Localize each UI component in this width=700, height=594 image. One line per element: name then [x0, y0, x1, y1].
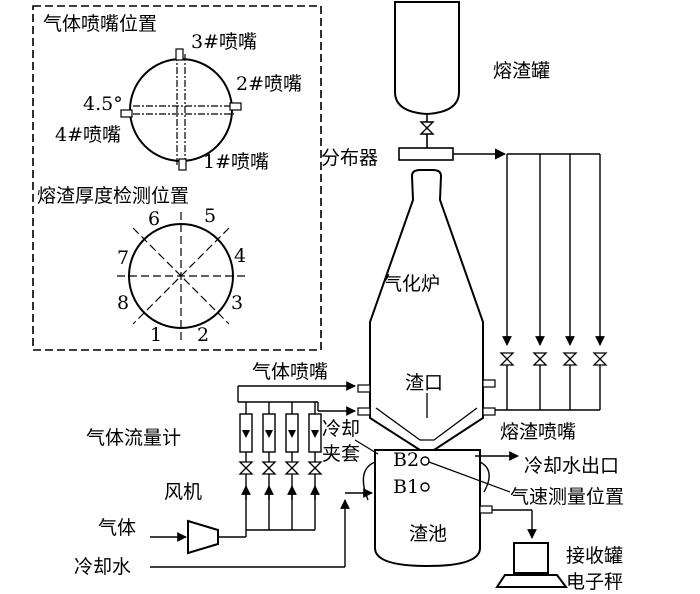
- point-7: 7: [117, 247, 129, 269]
- slag-branch-lines: [485, 153, 608, 411]
- receiver-tank-label: 接收罐: [566, 545, 623, 567]
- point-2: 2: [197, 324, 209, 346]
- fan: [187, 519, 219, 555]
- nozzle-3-marker: [175, 48, 184, 61]
- fan-label: 风机: [164, 481, 202, 503]
- tank-valve: [419, 121, 435, 135]
- gas-velocity-position-label: 气速测量位置: [510, 486, 624, 508]
- slag-tank-label: 熔渣罐: [493, 60, 550, 82]
- point-6: 6: [148, 208, 160, 230]
- gasifier-label: 气化炉: [383, 273, 440, 295]
- thickness-layout: [117, 212, 245, 340]
- receiver-tank: [495, 542, 568, 588]
- slag-thickness-title: 熔渣厚度检测位置: [37, 185, 189, 207]
- branch-valve-3: [562, 352, 578, 366]
- cooling-water-label: 冷却水: [74, 556, 131, 578]
- electronic-scale-label: 电子秤: [566, 571, 623, 593]
- slag-pool: [362, 449, 493, 568]
- angle-label: 4.5°: [83, 93, 123, 115]
- branch-valve-2: [532, 352, 548, 366]
- point-5: 5: [204, 205, 216, 227]
- nozzle-4-label: 4#喷嘴: [55, 124, 121, 146]
- slag-port-label: 渣口: [405, 372, 443, 394]
- flow-valve-1: [238, 461, 254, 475]
- nozzle-1-label: 1#喷嘴: [203, 151, 269, 173]
- b1-label: B1: [393, 476, 419, 498]
- b2-label: B2: [393, 449, 419, 471]
- flow-valve-2: [261, 461, 277, 475]
- nozzle-3-label: 3#喷嘴: [191, 31, 257, 53]
- gas-nozzle-label: 气体喷嘴: [252, 361, 328, 383]
- flowmeter-bank: [238, 402, 323, 530]
- slag-tank: [394, 1, 460, 148]
- nozzle-4-marker: [120, 109, 133, 118]
- point-8: 8: [117, 292, 129, 314]
- branch-valve-4: [592, 352, 608, 366]
- slag-pool-label: 渣池: [409, 523, 447, 545]
- gas-flowmeter-label: 气体流量计: [86, 427, 181, 449]
- point-4: 4: [234, 245, 246, 267]
- point-1: 1: [150, 324, 162, 346]
- flow-valve-3: [284, 461, 300, 475]
- nozzle-layout: [120, 48, 242, 171]
- distributor: [398, 147, 454, 161]
- b1-point: [420, 482, 430, 492]
- slag-nozzle-label: 熔渣喷嘴: [500, 421, 576, 443]
- gas-inlet-label: 气体: [98, 517, 136, 539]
- cooling-jacket-label-1: 冷却: [322, 418, 360, 440]
- inset-panel: 气体喷嘴位置 3#喷嘴 2#喷嘴 4.5° 4#喷嘴 1#喷嘴 熔渣厚度检测位置: [32, 5, 322, 351]
- flow-valve-4: [307, 461, 323, 475]
- b2-point: [420, 456, 430, 466]
- nozzle-2-label: 2#喷嘴: [236, 73, 302, 95]
- cooling-water-outlet-label: 冷却水出口: [524, 455, 619, 477]
- nozzle-1-marker: [178, 158, 187, 171]
- nozzle-position-title: 气体喷嘴位置: [43, 13, 157, 35]
- cooling-jacket-label-2: 夹套: [322, 443, 360, 465]
- distributor-label: 分布器: [321, 147, 378, 169]
- nozzle-2-marker: [229, 102, 242, 111]
- branch-valve-1: [499, 352, 515, 366]
- point-3: 3: [231, 292, 243, 314]
